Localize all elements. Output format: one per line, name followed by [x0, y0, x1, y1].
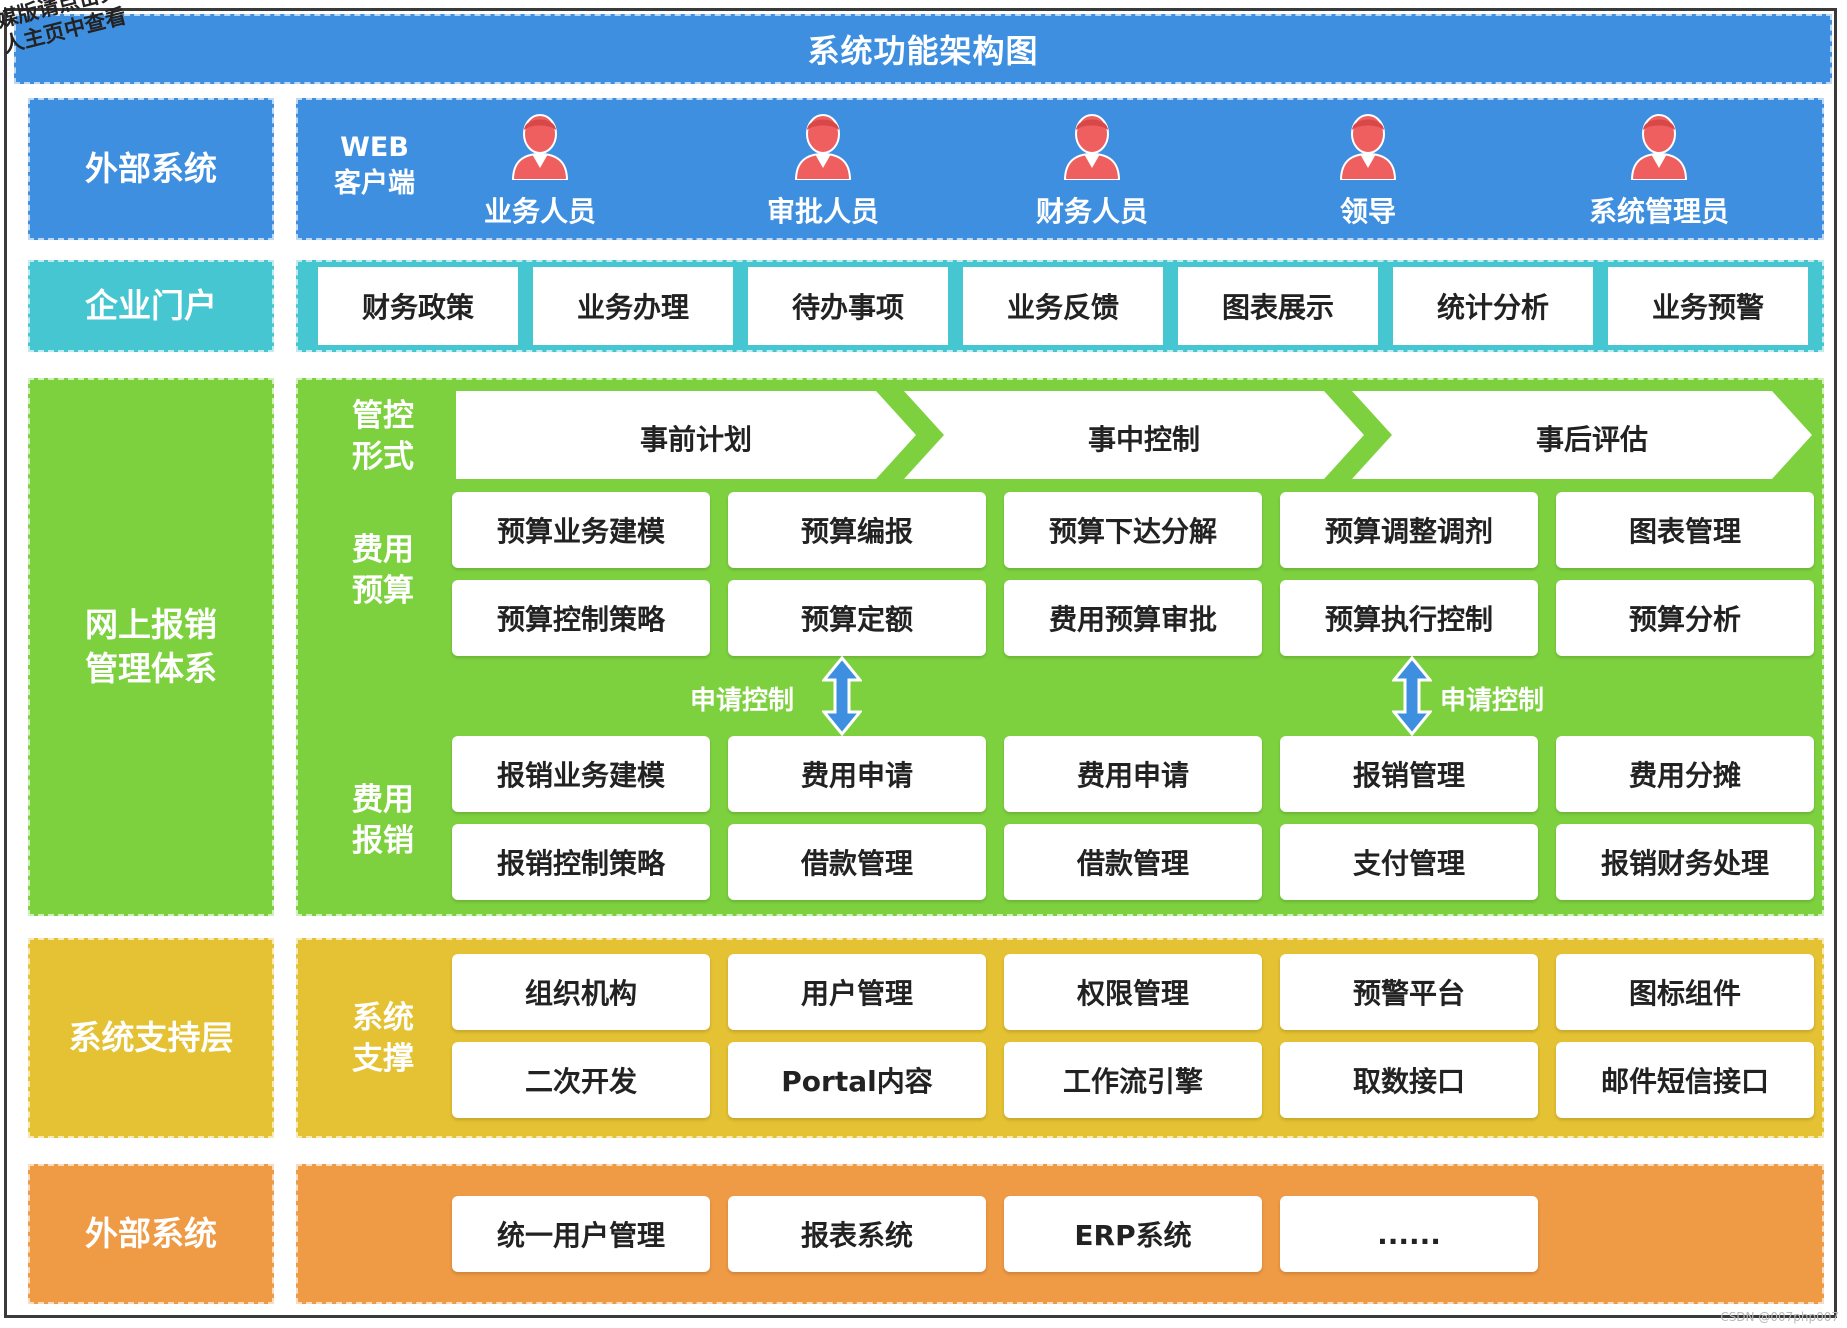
support-item: 组织机构: [452, 954, 710, 1030]
support-label: 系统支持层: [68, 1018, 234, 1057]
expense-item: 报销控制策略: [452, 824, 710, 900]
user-role-label: 审批人员: [766, 195, 879, 228]
user-icon: [1630, 114, 1688, 180]
support-item: 用户管理: [728, 954, 986, 1030]
support-sub-label: 系统 支撑: [352, 1000, 414, 1077]
budget-item: 预算分析: [1556, 580, 1814, 656]
user-role: 审批人员: [723, 108, 923, 230]
reimbursement-label-line1: 网上报销: [85, 605, 217, 644]
expense-item: 费用申请: [728, 736, 986, 812]
diagram-title: 系统功能架构图: [807, 32, 1039, 70]
portal-item: 业务预警: [1608, 267, 1808, 345]
external-bottom-label: 外部系统: [85, 1214, 217, 1253]
external-system-item: 报表系统: [728, 1196, 986, 1272]
budget-item: 图表管理: [1556, 492, 1814, 568]
user-role: 领导: [1268, 108, 1468, 230]
user-role: 系统管理员: [1559, 108, 1759, 230]
user-icon: [1063, 114, 1121, 180]
expense-item: 报销业务建模: [452, 736, 710, 812]
reimbursement-label-line2: 管理体系: [85, 649, 217, 688]
expense-item: 支付管理: [1280, 824, 1538, 900]
support-item: Portal内容: [728, 1042, 986, 1118]
user-icon: [511, 114, 569, 180]
user-icon: [1339, 114, 1397, 180]
apply-control-right: 申请控制: [1440, 686, 1545, 716]
user-role: 业务人员: [440, 108, 640, 230]
phase-chevron-2: [904, 391, 1364, 479]
expense-item: 费用分摊: [1556, 736, 1814, 812]
portal-item: 统计分析: [1393, 267, 1593, 345]
support-item: 二次开发: [452, 1042, 710, 1118]
budget-item: 预算下达分解: [1004, 492, 1262, 568]
user-role-label: 系统管理员: [1588, 195, 1729, 228]
double-arrow-icon: [822, 656, 862, 736]
user-role: 财务人员: [992, 108, 1192, 230]
external-system-item: ......: [1280, 1196, 1538, 1272]
apply-control-left: 申请控制: [690, 686, 795, 716]
phase-chevron-1: [456, 391, 916, 479]
user-role-label: 财务人员: [1035, 195, 1148, 228]
double-arrow-icon: [1392, 656, 1432, 736]
external-bottom-label-box: 外部系统: [28, 1164, 274, 1304]
expense-item: 借款管理: [728, 824, 986, 900]
portal-item: 业务办理: [533, 267, 733, 345]
support-item: 取数接口: [1280, 1042, 1538, 1118]
support-item: 邮件短信接口: [1556, 1042, 1814, 1118]
external-top-label-box: 外部系统: [28, 98, 274, 240]
phase-chevron-3: [1352, 391, 1812, 479]
control-form-label: 管控 形式: [352, 398, 414, 475]
external-system-item: ERP系统: [1004, 1196, 1262, 1272]
portal-label: 企业门户: [85, 286, 217, 325]
budget-label: 费用 预算: [352, 532, 414, 609]
credit-text: CSDN @007php007: [1720, 1310, 1839, 1324]
expense-item: 费用申请: [1004, 736, 1262, 812]
support-item: 图标组件: [1556, 954, 1814, 1030]
portal-item: 图表展示: [1178, 267, 1378, 345]
external-system-item: 统一用户管理: [452, 1196, 710, 1272]
user-role-label: 业务人员: [483, 195, 596, 228]
budget-item: 预算执行控制: [1280, 580, 1538, 656]
external-top-label: 外部系统: [85, 149, 217, 188]
external-top-panel: WEB 客户端 业务人员 审批人员 财务人员 领导 系统管理员: [296, 98, 1824, 240]
reimbursement-panel: 管控 形式 事前计划 事中控制 事后评估 费用 预算 预算业务建模预算编报预算下…: [296, 378, 1824, 916]
portal-item: 业务反馈: [963, 267, 1163, 345]
expense-item: 报销财务处理: [1556, 824, 1814, 900]
user-role-label: 领导: [1339, 195, 1396, 228]
user-icon: [794, 114, 852, 180]
phase-pre-plan: 事前计划: [639, 423, 752, 456]
support-item: 权限管理: [1004, 954, 1262, 1030]
budget-item: 预算业务建模: [452, 492, 710, 568]
budget-item: 费用预算审批: [1004, 580, 1262, 656]
phase-in-control: 事中控制: [1087, 423, 1200, 456]
portal-panel: 财务政策业务办理待办事项业务反馈图表展示统计分析业务预警: [296, 260, 1824, 352]
portal-label-box: 企业门户: [28, 260, 274, 352]
expense-item: 借款管理: [1004, 824, 1262, 900]
budget-item: 预算编报: [728, 492, 986, 568]
expense-item: 报销管理: [1280, 736, 1538, 812]
diagram-title-bar: 系统功能架构图: [14, 14, 1832, 84]
budget-item: 预算调整调剂: [1280, 492, 1538, 568]
support-item: 预警平台: [1280, 954, 1538, 1030]
portal-item: 财务政策: [318, 267, 518, 345]
support-item: 工作流引擎: [1004, 1042, 1262, 1118]
budget-item: 预算控制策略: [452, 580, 710, 656]
phase-post-eval: 事后评估: [1535, 423, 1648, 456]
phase-chevrons: [456, 391, 1812, 479]
expense-label: 费用 报销: [352, 782, 414, 859]
portal-item: 待办事项: [748, 267, 948, 345]
web-client-label: WEB 客户端: [334, 132, 415, 199]
support-label-box: 系统支持层: [28, 938, 274, 1138]
reimbursement-label-box: 网上报销 管理体系: [28, 378, 274, 916]
budget-item: 预算定额: [728, 580, 986, 656]
